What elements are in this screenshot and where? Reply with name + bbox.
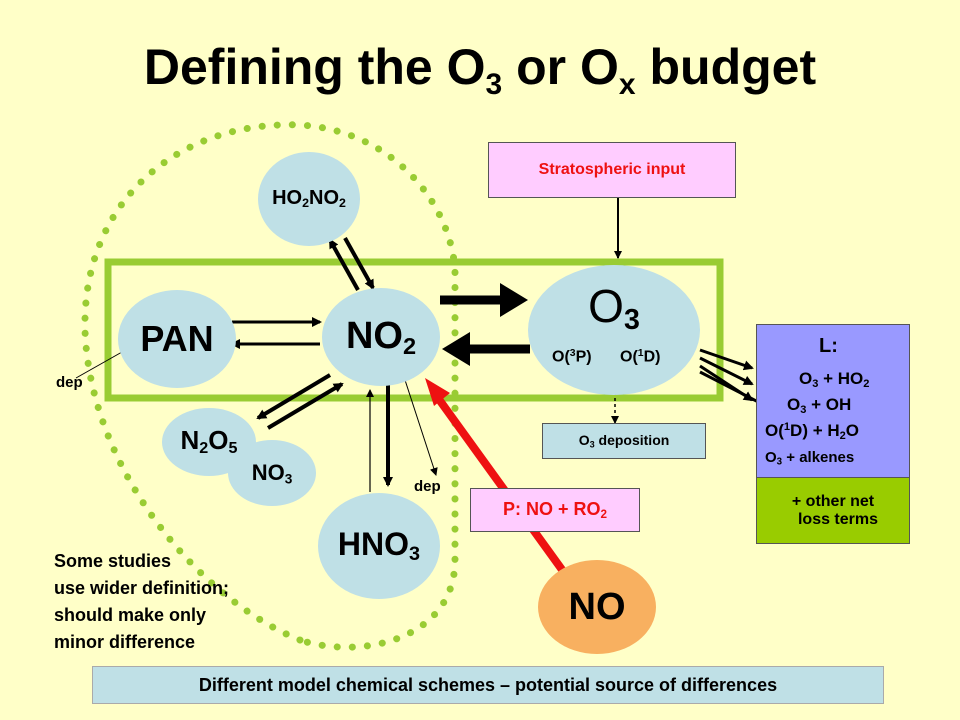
no2-to-n2o5-arrow <box>256 373 332 420</box>
other-loss-box: + other net loss terms <box>756 478 910 544</box>
other-loss-line-2: loss terms <box>797 510 879 528</box>
loss-arrow-2 <box>699 356 754 386</box>
loss-line-1: O3 + HO2 <box>799 369 870 390</box>
o3-deposition-box: O3 deposition <box>542 423 706 459</box>
no3-node: NO3 <box>228 440 316 506</box>
loss-arrow-1 <box>699 348 754 371</box>
dep-label-center: dep <box>414 478 441 495</box>
ho2no2-to-no2-arrow <box>343 237 375 290</box>
page-title: Defining the O3 or Ox budget <box>143 39 817 101</box>
ox-family-frame <box>104 258 724 402</box>
note-line-3: should make only <box>54 605 207 625</box>
pan-node: PAN <box>118 290 236 388</box>
wider-definition-note: Some studies use wider definition; shoul… <box>54 548 229 656</box>
no2-to-ho2no2-arrow <box>328 238 360 291</box>
o3p-label: O(3P) <box>552 348 592 366</box>
footer-box: Different model chemical schemes – poten… <box>92 666 884 704</box>
no-node: NO <box>538 560 656 654</box>
o3-node: O3 <box>528 265 700 395</box>
ho2no2-node: HO2NO2 <box>258 152 360 246</box>
loss-box: L: O3 + HO2 O3 + OH O(1D) + H2O O3 + alk… <box>756 324 910 478</box>
n2o5-node: N2O5 <box>162 408 256 476</box>
hno3-node: HNO3 <box>318 493 440 599</box>
note-line-1: Some studies <box>54 551 172 571</box>
o1d-label: O(1D) <box>620 348 661 366</box>
dep-label-left: dep <box>56 374 83 391</box>
no2-dep-line <box>404 379 438 476</box>
stratospheric-input-box: Stratospheric input <box>488 142 736 198</box>
note-line-2: use wider definition; <box>54 578 230 598</box>
wider-definition-boundary <box>81 121 459 651</box>
pan-dep-line <box>75 351 123 379</box>
loss-line-4: O3 + alkenes <box>765 449 855 468</box>
other-loss-line-1: + other net <box>791 492 875 510</box>
production-box: P: NO + RO2 <box>470 488 640 532</box>
loss-line-3: O(1D) + H2O <box>765 421 860 442</box>
note-line-4: minor difference <box>54 632 196 652</box>
loss-title: L: <box>819 335 838 357</box>
no2-node: NO2 <box>322 288 440 386</box>
n2o5-to-no2-arrow <box>266 382 344 430</box>
loss-line-2: O3 + OH <box>787 395 852 416</box>
